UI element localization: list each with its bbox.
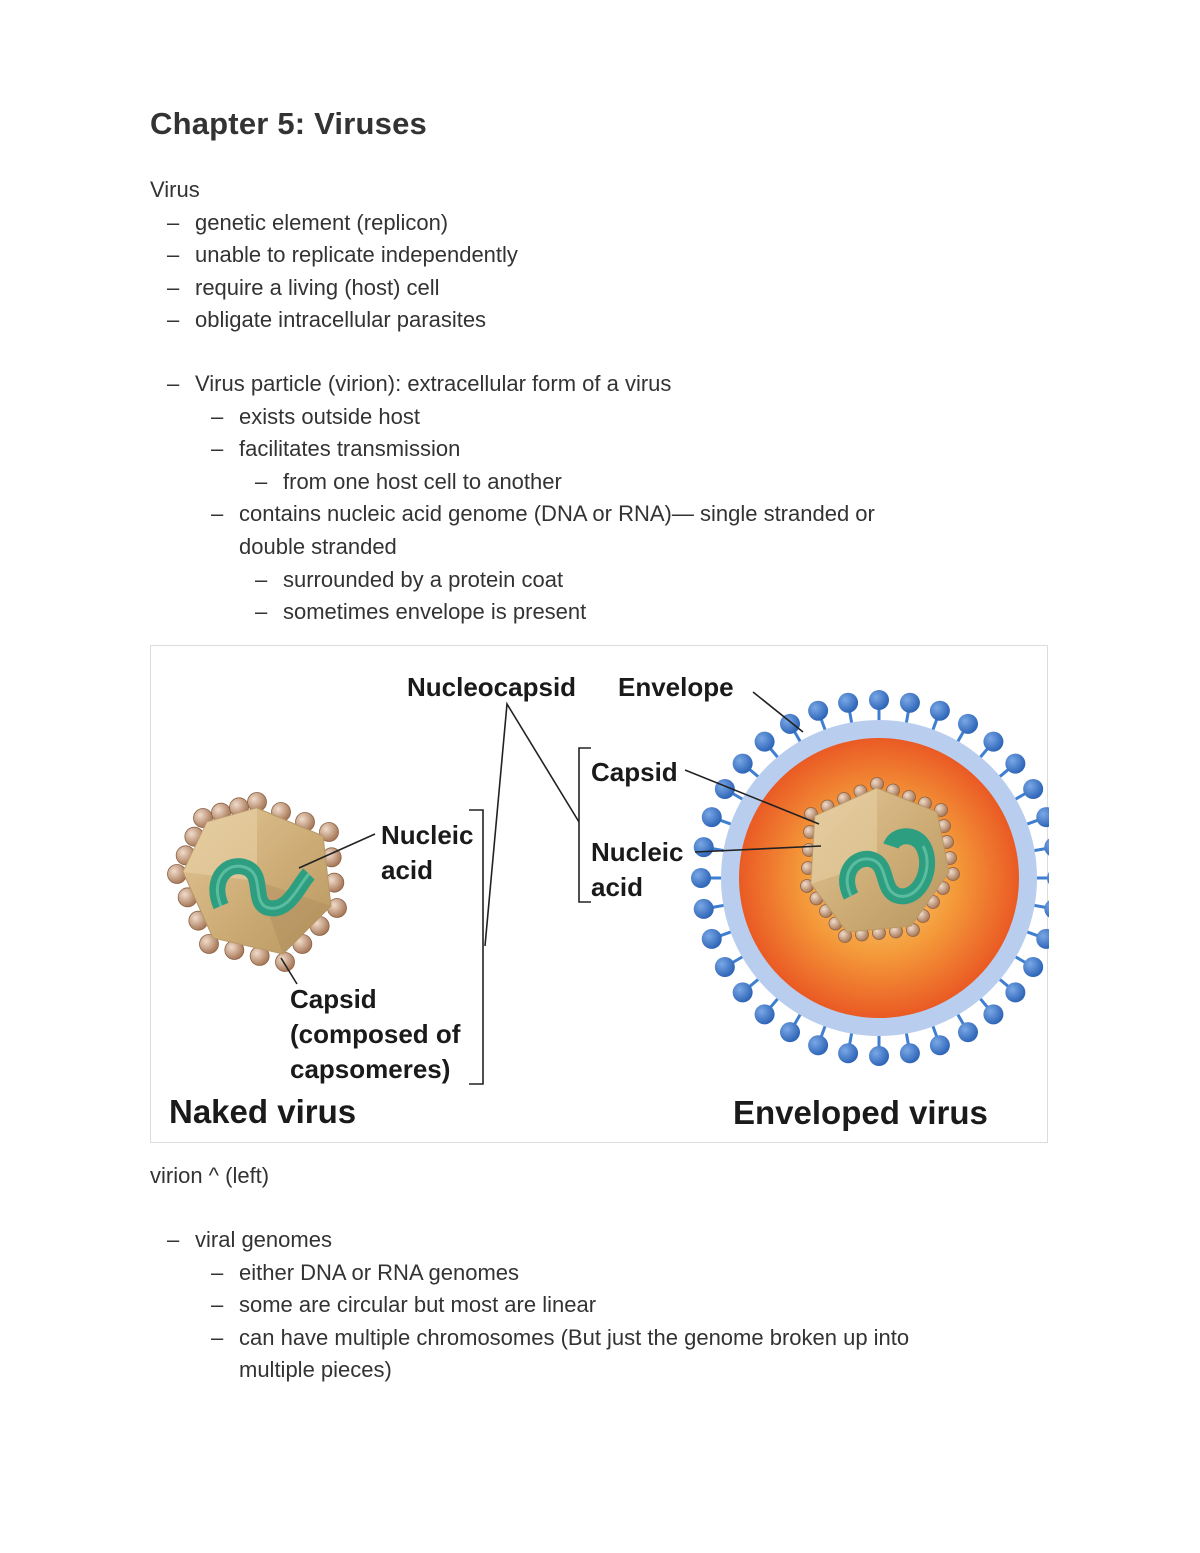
label-nucleic-left-2: acid [381, 855, 433, 885]
spike-head [1036, 928, 1049, 949]
spike-head [983, 1004, 1004, 1025]
label-capsid-right: Capsid [591, 757, 678, 787]
spike-head [754, 731, 775, 752]
spike-head [808, 700, 829, 721]
spike-head [899, 692, 920, 713]
figure-caption: virion ^ (left) [150, 1160, 1050, 1193]
label-naked-virus: Naked virus [169, 1093, 356, 1130]
spike-head [838, 1043, 859, 1064]
list-item: –some are circular but most are linear [211, 1292, 597, 1318]
list-item: –facilitates transmission [211, 436, 461, 462]
spike-head [869, 690, 889, 710]
spike-head [869, 1046, 889, 1066]
list-item-continuation: multiple pieces) [239, 1357, 392, 1383]
spike-head [714, 957, 735, 977]
caption-text: virion ^ (left) [150, 1163, 270, 1188]
virus-heading: Virus [150, 177, 200, 202]
spike-head [899, 1043, 920, 1064]
list-item: –from one host cell to another [255, 468, 562, 494]
enveloped-virus-graphic [691, 690, 1049, 1066]
spike-head [732, 753, 753, 774]
label-nucleic-right-2: acid [591, 872, 643, 902]
spike-head [983, 731, 1004, 752]
list-item: –sometimes envelope is present [255, 599, 587, 625]
leader-lines [280, 691, 822, 1085]
list-item: –obligate intracellular parasites [167, 307, 487, 333]
spike-head [691, 868, 711, 888]
list-item: –contains nucleic acid genome (DNA or RN… [211, 501, 875, 527]
spike-head [1047, 872, 1049, 884]
spike-head [780, 713, 800, 734]
virus-section: Virus –genetic element (replicon) –unabl… [150, 174, 1050, 337]
label-enveloped-virus: Enveloped virus [733, 1094, 988, 1131]
spike-head [1044, 900, 1049, 918]
label-nucleocapsid: Nucleocapsid [407, 672, 576, 702]
label-nucleic-left-1: Nucleic [381, 820, 474, 850]
list-item: –can have multiple chromosomes (But just… [211, 1324, 910, 1350]
genomes-section: –viral genomes –either DNA or RNA genome… [150, 1224, 1050, 1387]
spike-head [1023, 779, 1044, 799]
capsomere [275, 952, 295, 972]
list-item: –require a living (host) cell [167, 274, 440, 300]
list-item-continuation: double stranded [239, 533, 397, 559]
list-item: –Virus particle (virion): extracellular … [167, 371, 672, 396]
spike-head [701, 807, 722, 828]
spike-head [732, 982, 753, 1003]
spike-head [1005, 982, 1026, 1003]
spike-head [780, 1022, 800, 1043]
spike-head [929, 1035, 950, 1056]
list-item: –unable to replicate independently [167, 242, 518, 268]
spike-head [929, 700, 950, 721]
label-capsid-left-2: (composed of [290, 1019, 461, 1049]
spike-head [1023, 957, 1044, 977]
capsomere [199, 934, 219, 954]
list-item: –genetic element (replicon) [167, 209, 449, 235]
spike-head [958, 1022, 978, 1043]
label-envelope: Envelope [618, 672, 734, 702]
spike-head [754, 1004, 775, 1025]
spike-head [808, 1035, 829, 1056]
naked-virus-graphic [167, 792, 347, 972]
spike-head [1005, 753, 1026, 774]
page-title: Chapter 5: Viruses [150, 106, 427, 141]
spike-head [1036, 807, 1049, 828]
spike-head [958, 713, 978, 734]
spike-head [693, 837, 714, 858]
list-item: –either DNA or RNA genomes [211, 1259, 520, 1285]
spike-head [701, 928, 722, 949]
virus-diagram-svg: Nucleocapsid Envelope Capsid Nucleic aci… [167, 672, 1049, 1131]
virus-diagram: Nucleocapsid Envelope Capsid Nucleic aci… [150, 645, 1049, 1143]
label-capsid-left-1: Capsid [290, 984, 377, 1014]
list-item: –exists outside host [211, 403, 420, 429]
spike-head [1044, 838, 1049, 856]
list-item: –surrounded by a protein coat [255, 566, 564, 592]
label-nucleic-right-1: Nucleic [591, 837, 684, 867]
spike-head [838, 692, 859, 713]
list-item: –viral genomes [167, 1227, 332, 1252]
spike-head [693, 898, 714, 919]
capsomere [319, 822, 339, 842]
label-capsid-left-3: capsomeres) [290, 1054, 450, 1084]
virion-section: –Virus particle (virion): extracellular … [150, 368, 1050, 629]
